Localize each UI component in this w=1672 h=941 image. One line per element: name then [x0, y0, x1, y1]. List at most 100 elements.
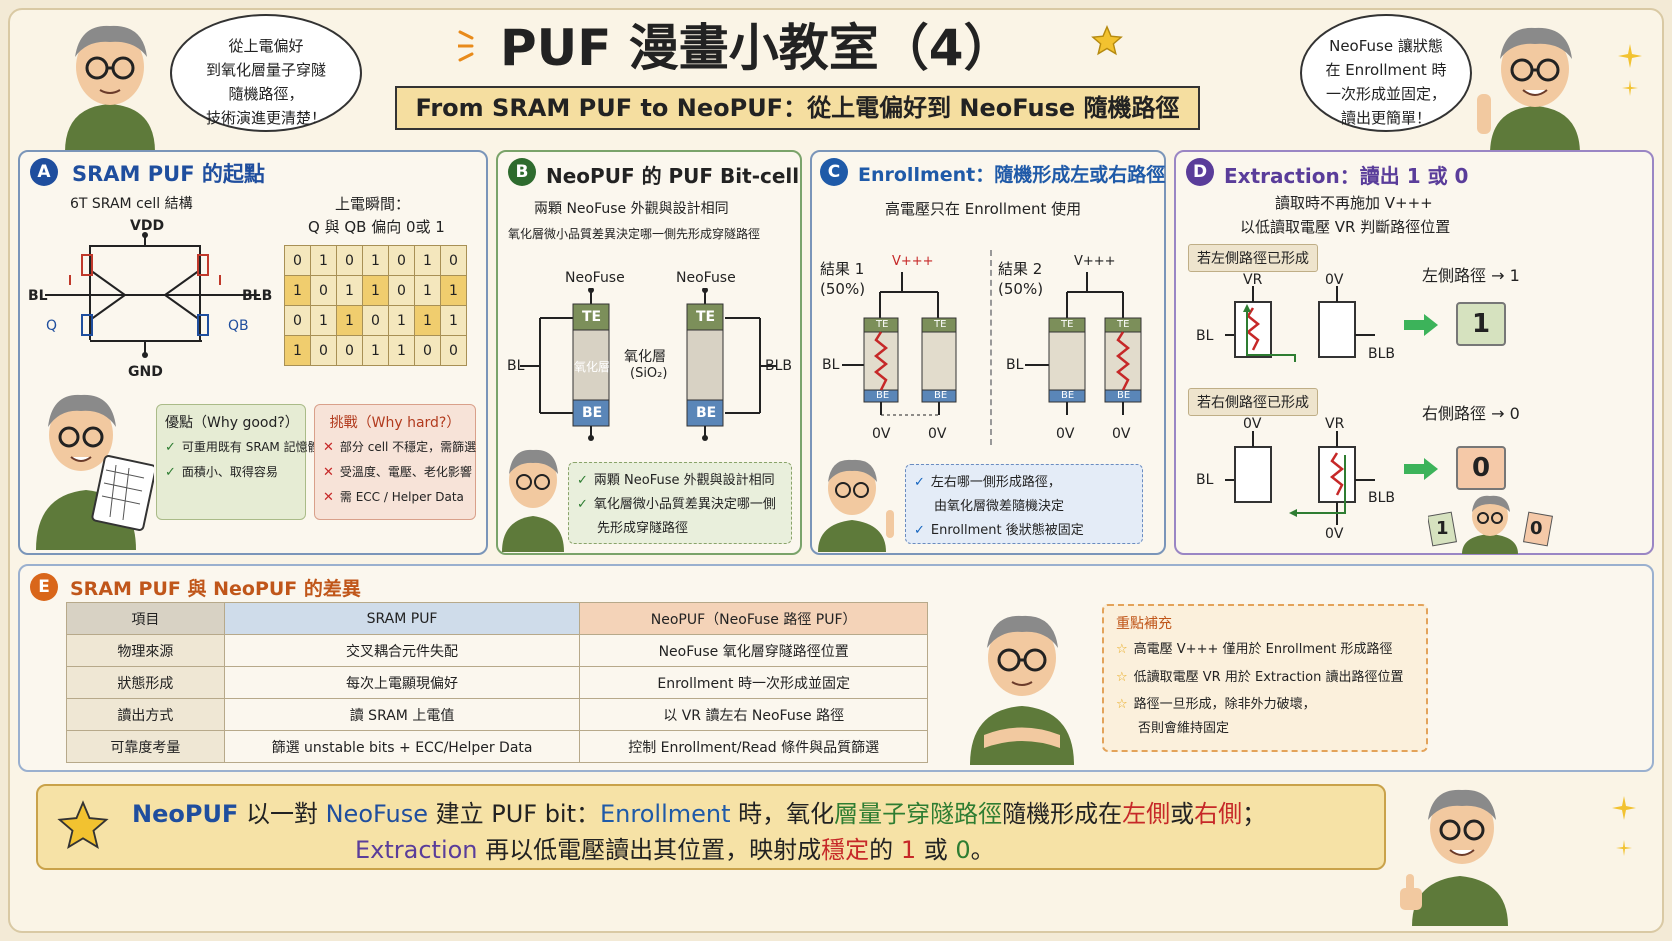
character-thumbs-up-icon — [1400, 789, 1508, 926]
vr-label: VR — [1243, 272, 1263, 288]
panel-e-badge: E — [30, 573, 58, 601]
te-right-label: TE — [696, 309, 716, 325]
ov-label: 0V — [1112, 426, 1131, 442]
summary-term-left: 左側 — [1122, 800, 1171, 828]
panel-b-desc2: 氧化層微小品質差異決定哪一側先形成穿隧路徑 — [508, 227, 761, 241]
grid-cell: 0 — [440, 335, 467, 366]
power-on-subtitle: Q 與 QB 偏向 0或 1 — [308, 218, 445, 236]
te-left-label: TE — [582, 309, 602, 325]
oxide-inner-label: 氧化層 — [574, 360, 611, 374]
grid-cell: 1 — [284, 335, 311, 366]
grid-cell: 1 — [362, 335, 389, 366]
grid-cell: 1 — [336, 275, 363, 306]
pros-item-text: 面積小、取得容易 — [181, 465, 278, 479]
oxide-label: 氧化層 — [624, 349, 666, 365]
ov-label: 0V — [1325, 272, 1344, 288]
subtitle-text: From SRAM PUF to NeoPUF：從上電偏好到 NeoFuse 隨… — [415, 94, 1180, 122]
table-cell: 讀 SRAM 上電值 — [223, 698, 581, 731]
panel-d-badge: D — [1186, 158, 1214, 186]
te-label: TE — [1117, 319, 1130, 330]
summary-text: 再以低電壓讀出其位置，映射成 — [477, 836, 822, 864]
be-label: BE — [1117, 390, 1131, 401]
sparkle-icon — [1618, 44, 1642, 108]
character-pointing-icon — [818, 459, 894, 552]
summary-banner — [36, 784, 1386, 870]
summary-term-enrollment: Enrollment — [600, 800, 731, 828]
grid-cell: 0 — [388, 245, 415, 276]
summary-text: ； — [1242, 800, 1267, 828]
qb-label: QB — [228, 318, 249, 334]
grid-cell: 0 — [388, 275, 415, 306]
speech-bubble-left: 從上電偏好 到氧化層量子穿隧 隨機路徑， 技術演進更清楚！ — [170, 14, 362, 132]
oxide-formula: (SiO₂) — [630, 366, 668, 381]
te-label: TE — [934, 319, 947, 330]
table-cell: 篩選 unstable bits + ECC/Helper Data — [223, 730, 581, 763]
panel-b-notes: ✓兩顆 NeoFuse 外觀與設計相同 ✓氧化層微小品質差異決定哪一側 先形成穿… — [568, 462, 792, 544]
cross-icon: ✕ — [323, 465, 334, 480]
supplement-text: 路徑一旦形成，除非外力破壞， — [1133, 697, 1316, 712]
extraction-right-diagram — [1225, 431, 1375, 525]
table-header-row: 項目 SRAM PUF NeoPUF（NeoFuse 路徑 PUF） — [66, 602, 928, 635]
extraction-left-diagram — [1225, 286, 1375, 362]
supplement-box: 重點補充 ☆高電壓 V+++ 僅用於 Enrollment 形成路徑 ☆低讀取電… — [1102, 604, 1428, 752]
bubble-line: NeoFuse 讓狀態 — [1329, 37, 1443, 55]
character-teacher-icon — [1477, 27, 1580, 154]
power-on-title: 上電瞬間： — [335, 195, 411, 213]
right-result-text: 右側路徑 → 0 — [1422, 404, 1520, 423]
cons-title: 挑戰（Why hard?） — [329, 415, 461, 431]
grid-cell: 0 — [310, 275, 337, 306]
grid-cell: 1 — [310, 245, 337, 276]
bl-label: BL — [28, 288, 48, 304]
pros-item: ✓ 可重用既有 SRAM 記憶體 — [165, 435, 320, 460]
card-one-label: 1 — [1436, 518, 1449, 539]
grid-cell: 1 — [284, 275, 311, 306]
summary-text: 時，氧化 — [730, 800, 835, 828]
te-label: TE — [1061, 319, 1074, 330]
character-tablet-icon — [36, 394, 154, 550]
cons-item-text: 需 ECC / Helper Data — [339, 490, 464, 504]
grid-cell: 1 — [336, 305, 363, 336]
result2-label: 結果 2 — [998, 260, 1043, 278]
bubble-line: 到氧化層量子穿隧 — [205, 61, 326, 79]
bl-label: BL — [1196, 472, 1214, 488]
character-thinking-icon — [502, 449, 564, 552]
grid-cell: 1 — [362, 245, 389, 276]
grid-cell: 0 — [284, 305, 311, 336]
table-header-item: 項目 — [66, 602, 225, 635]
pros-item-text: 可重用既有 SRAM 記憶體 — [181, 440, 320, 454]
check-icon: ✓ — [165, 465, 176, 480]
blb-label: BLB — [1368, 490, 1396, 506]
grid-cell: 1 — [310, 305, 337, 336]
neofuse-right-label: NeoFuse — [676, 270, 736, 286]
supplement-title: 重點補充 — [1116, 616, 1172, 632]
ov-label: 0V — [928, 426, 947, 442]
comparison-table: 項目 SRAM PUF NeoPUF（NeoFuse 路徑 PUF） 物理來源 … — [66, 602, 928, 763]
vdd-label: VDD — [130, 218, 165, 234]
summary-term-zero: 0 — [955, 836, 971, 864]
bubble-line: 讀出更簡單！ — [1340, 109, 1431, 127]
subtitle-ribbon: From SRAM PUF to NeoPUF：從上電偏好到 NeoFuse 隨… — [395, 86, 1200, 130]
grid-cell: 1 — [414, 245, 441, 276]
summary-text: 的 — [869, 836, 901, 864]
grid-cell: 0 — [336, 335, 363, 366]
summary-term-one: 1 — [900, 836, 917, 864]
summary-term-neopuf: NeoPUF — [132, 800, 239, 828]
ov-label: 0V — [1056, 426, 1075, 442]
check-icon: ✓ — [165, 440, 176, 455]
panel-a-title: SRAM PUF 的起點 — [72, 162, 265, 186]
summary-term-tunneling: 層量子穿隧路徑 — [834, 800, 1003, 828]
supplement-text: 高電壓 V+++ 僅用於 Enrollment 形成路徑 — [1133, 642, 1393, 657]
vr-label: VR — [1325, 416, 1345, 432]
q-label: Q — [46, 318, 58, 334]
pros-title: 優點（Why good?） — [165, 415, 299, 431]
be-left-label: BE — [582, 405, 603, 421]
note-item: ✓兩顆 NeoFuse 外觀與設計相同 — [577, 469, 783, 493]
case-left-tag: 若左側路徑已形成 — [1188, 244, 1318, 272]
bubble-line: 隨機路徑， — [228, 85, 304, 103]
supplement-item: ☆路徑一旦形成，除非外力破壞， — [1116, 692, 1414, 718]
grid-cell: 1 — [362, 275, 389, 306]
be-label: BE — [876, 390, 890, 401]
